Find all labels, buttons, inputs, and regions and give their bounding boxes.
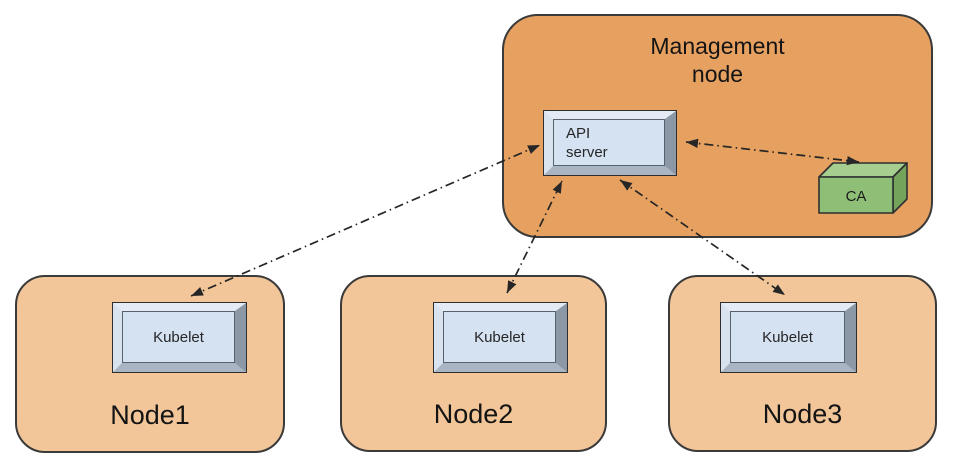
ca-top-face <box>818 162 908 178</box>
api-server-label-line1: API <box>566 124 591 142</box>
api-server-bevel: API server <box>544 111 676 175</box>
kubelet2-box: Kubelet <box>433 302 568 373</box>
node1-label: Node1 <box>110 400 190 430</box>
kubelet2-label: Kubelet <box>443 311 556 363</box>
ca-front-face <box>818 176 894 214</box>
ca-box: CA <box>818 162 908 214</box>
api-server-label-line2: server <box>566 143 608 161</box>
kubelet1-box: Kubelet <box>112 302 247 373</box>
node3-label: Node3 <box>762 399 843 429</box>
ca-label: CA <box>846 188 867 205</box>
node2-label: Node2 <box>433 399 514 429</box>
kubelet2-bevel: Kubelet <box>434 303 567 372</box>
kubelet3-box: Kubelet <box>720 302 857 373</box>
arrow-kubelet1-api-server <box>190 144 541 297</box>
kubelet1-label: Kubelet <box>122 311 235 363</box>
kubelet1-bevel: Kubelet <box>113 303 246 372</box>
api-server-box: API server <box>543 110 677 176</box>
kubelet3-bevel: Kubelet <box>721 303 856 372</box>
kubelet3-label: Kubelet <box>730 311 845 363</box>
management-node-label: Management node <box>650 33 785 87</box>
api-server-core: API server <box>553 119 665 166</box>
